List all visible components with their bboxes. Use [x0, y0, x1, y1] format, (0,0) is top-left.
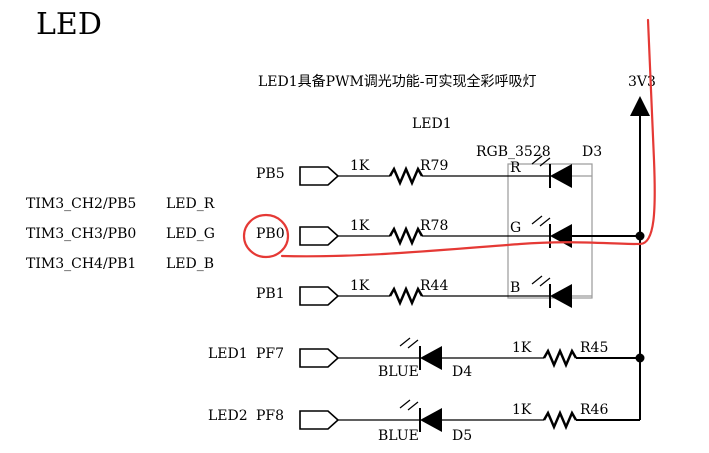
power-label-3v3: 3V3 — [628, 74, 656, 90]
rgb-channel-g: PB0 1K R78 G — [256, 215, 645, 249]
timer-map-row: TIM3_CH2/PB5 — [26, 196, 136, 212]
resistor-symbol — [542, 411, 578, 429]
resistor-value: 1K — [512, 340, 532, 356]
port-symbol — [299, 348, 339, 368]
resistor-ref: R46 — [580, 402, 608, 418]
rgb-ref-label: D3 — [582, 144, 602, 160]
diode-ref: D5 — [452, 428, 472, 444]
page-title: LED — [36, 7, 102, 42]
single-led-row: LED1 PF7 BLUE D4 1K R45 — [208, 337, 645, 380]
timer-map-color: LED_G — [166, 226, 215, 242]
pwm-note: LED1具备PWM调光功能-可实现全彩呼吸灯 — [258, 73, 537, 90]
resistor-symbol — [542, 349, 578, 367]
pin-label: PB0 — [256, 226, 285, 242]
port-symbol — [299, 226, 339, 246]
led-diode-icon — [549, 223, 573, 249]
port-symbol — [299, 166, 339, 186]
led-name-label: LED2 — [208, 408, 248, 424]
rgb-channel-r: PB5 1K R79 R — [256, 155, 592, 189]
port-symbol — [299, 286, 339, 306]
rgb-designator-label: LED1 — [412, 116, 452, 132]
diode-ref: D4 — [452, 364, 472, 380]
junction-dot — [635, 353, 645, 363]
led-diode-icon — [549, 283, 573, 309]
resistor-symbol — [388, 287, 424, 305]
resistor-ref: R79 — [420, 158, 448, 174]
junction-dot — [635, 231, 645, 241]
led-name-label: LED1 — [208, 346, 248, 362]
resistor-ref: R45 — [580, 340, 608, 356]
led-color-label: BLUE — [378, 364, 419, 380]
led-color-label: BLUE — [378, 428, 419, 444]
resistor-ref: R44 — [420, 278, 448, 294]
rgb-channel-b: PB1 1K R44 B — [256, 275, 592, 309]
resistor-value: 1K — [350, 158, 370, 174]
resistor-symbol — [388, 227, 424, 245]
resistor-value: 1K — [512, 402, 532, 418]
timer-map-color: LED_B — [166, 256, 214, 272]
annotation-circle-pb0 — [242, 213, 290, 259]
annotation-trace-line — [280, 18, 656, 258]
resistor-value: 1K — [350, 218, 370, 234]
led-diode-icon — [419, 407, 443, 433]
pin-label: PB5 — [256, 166, 285, 182]
rgb-part-label: RGB_3528 — [476, 144, 551, 160]
timer-map-row: TIM3_CH3/PB0 — [26, 226, 136, 242]
pin-label: PB1 — [256, 286, 285, 302]
pin-label: PF7 — [256, 346, 284, 362]
timer-map-color: LED_R — [166, 196, 215, 212]
led-pin-label: R — [510, 160, 521, 176]
single-led-row: LED2 PF8 BLUE D5 1K R46 — [208, 399, 640, 444]
timer-map-row: TIM3_CH4/PB1 — [26, 256, 136, 272]
port-symbol — [299, 410, 339, 430]
resistor-symbol — [388, 167, 424, 185]
led-diode-icon — [549, 163, 573, 189]
pin-label: PF8 — [256, 408, 284, 424]
resistor-value: 1K — [350, 278, 370, 294]
led-pin-label: B — [510, 280, 520, 296]
resistor-ref: R78 — [420, 218, 448, 234]
led-diode-icon — [419, 345, 443, 371]
power-arrow-icon — [630, 96, 650, 116]
led-pin-label: G — [510, 220, 521, 236]
